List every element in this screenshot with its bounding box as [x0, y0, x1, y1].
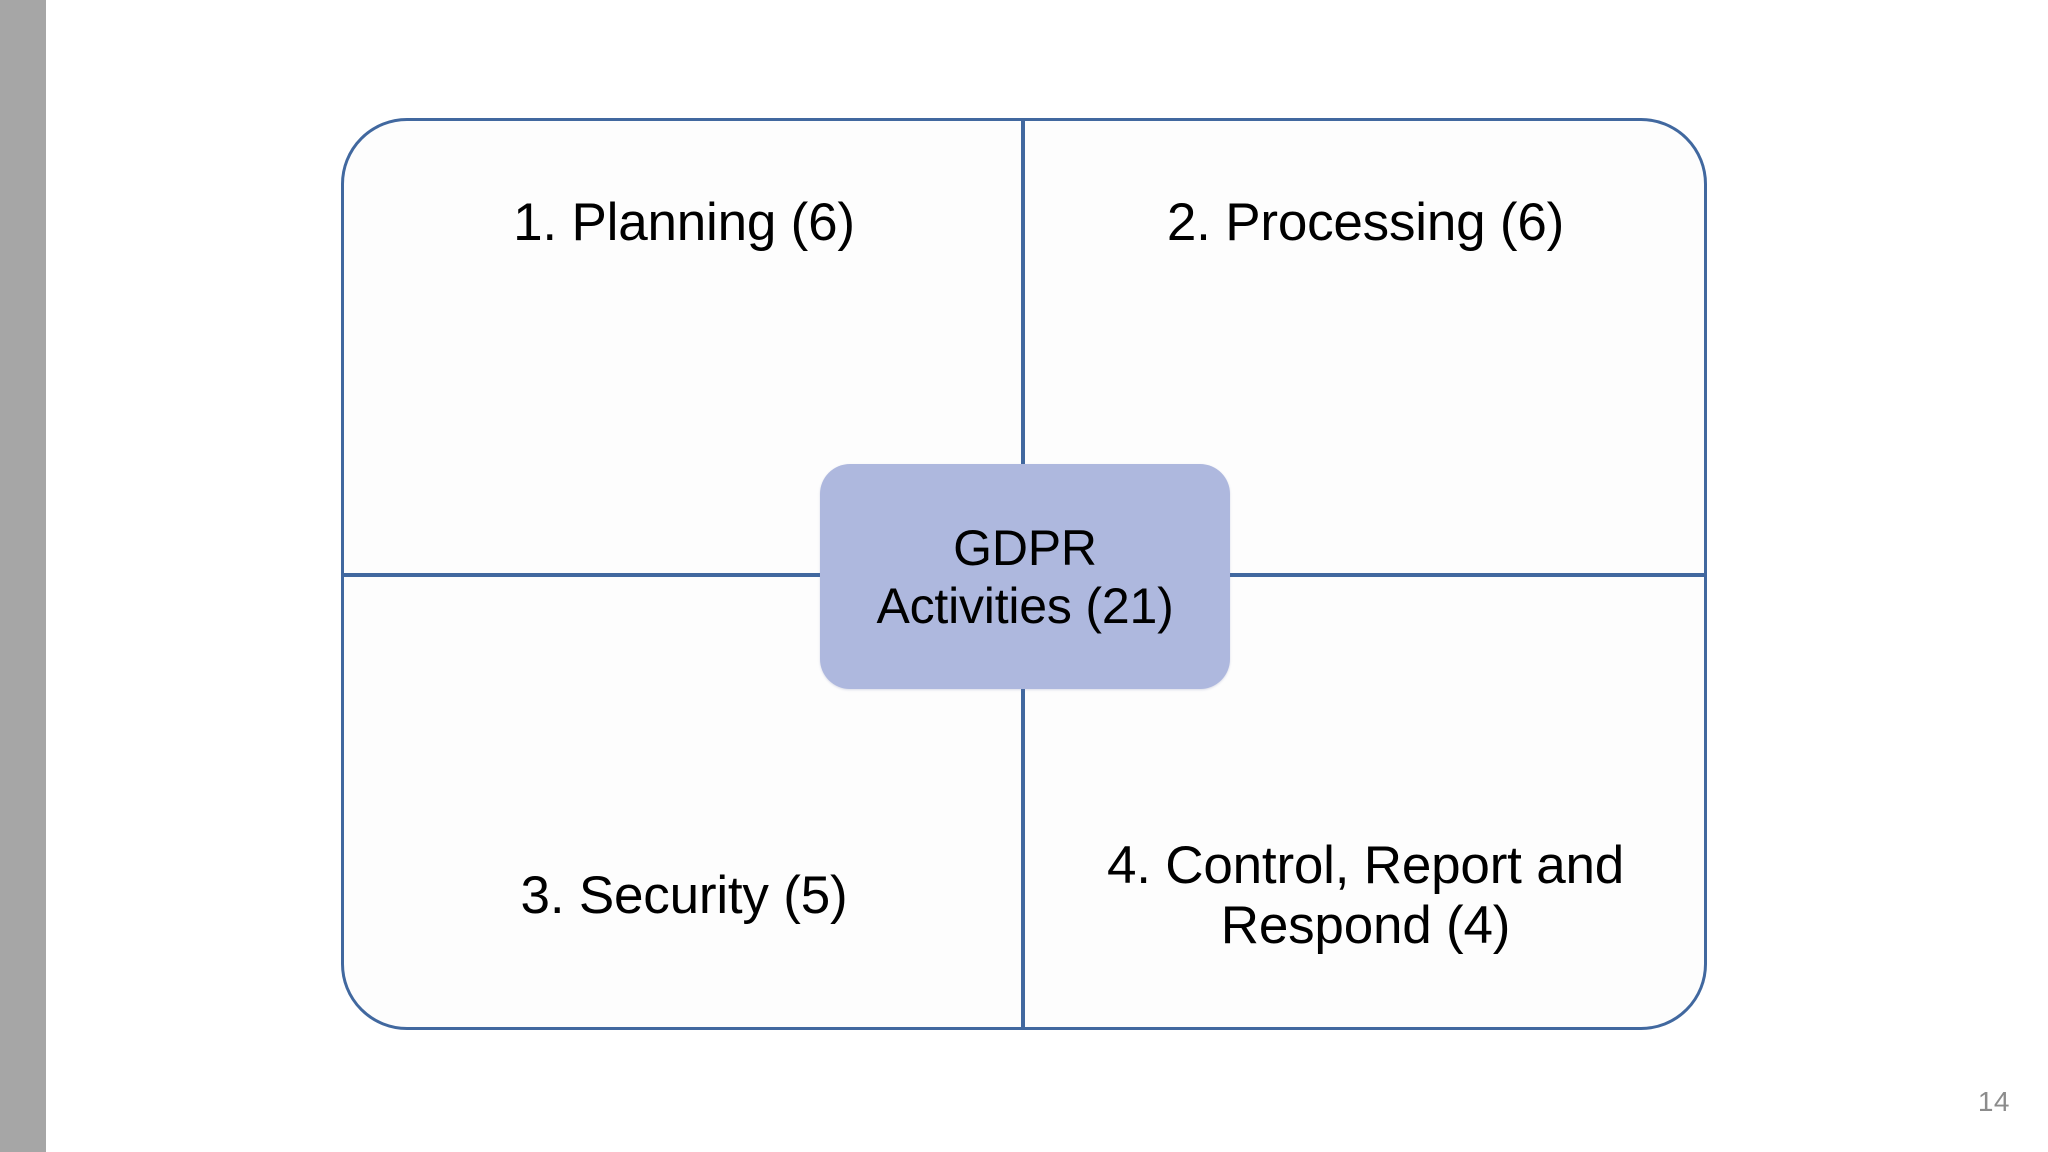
slide-page-number: 14 — [1977, 1086, 2010, 1117]
quadrant-control-report-respond[interactable]: 4. Control, Report and Respond (4) — [1027, 578, 1704, 1027]
left-gutter-bar — [0, 0, 46, 1152]
quadrant-processing[interactable]: 2. Processing (6) — [1027, 121, 1704, 575]
quadrant-security-label: 3. Security (5) — [520, 865, 848, 925]
quadrant-security[interactable]: 3. Security (5) — [344, 578, 1024, 1027]
center-hub-subtitle: Activities (21) — [876, 577, 1174, 634]
quadrant-planning-label: 1. Planning (6) — [513, 193, 855, 252]
divider-horizontal-right — [1226, 573, 1707, 577]
quadrant-processing-label: 2. Processing (6) — [1166, 193, 1565, 252]
divider-horizontal-left — [341, 573, 828, 577]
quadrant-control-report-respond-label: 4. Control, Report and Respond (4) — [1106, 836, 1625, 955]
quadrant-planning[interactable]: 1. Planning (6) — [344, 121, 1024, 575]
center-hub-node[interactable]: GDPR Activities (21) — [820, 464, 1230, 689]
center-hub-title: GDPR — [953, 519, 1097, 576]
